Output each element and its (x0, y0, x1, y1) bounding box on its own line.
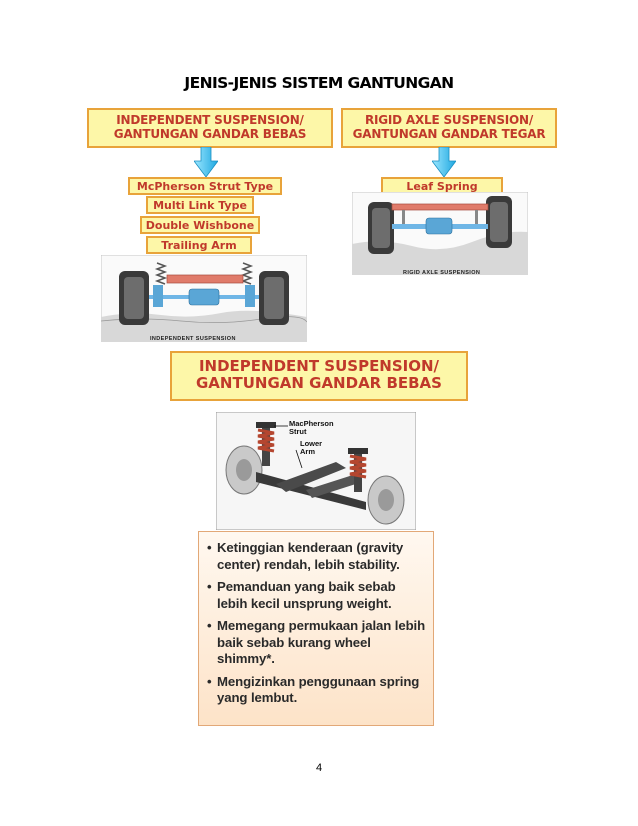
rigid-axle-caption: RIGID AXLE SUSPENSION (403, 270, 481, 276)
macpherson-suspension-photo (216, 412, 416, 530)
advantages-list: Ketinggian kenderaan (gravity center) re… (207, 540, 427, 707)
list-item: Ketinggian kenderaan (gravity center) re… (207, 540, 427, 573)
page-number: 4 (315, 762, 323, 774)
rigid-axle-illustration (352, 192, 528, 275)
label-line: Strut (289, 427, 307, 436)
down-arrow-icon (432, 147, 456, 177)
list-item: Mengizinkan penggunaan spring yang lembu… (207, 674, 427, 707)
page-title: JENIS-JENIS SISTEM GANTUNGAN (184, 74, 454, 92)
header-line-2: GANTUNGAN GANDAR TEGAR (352, 126, 546, 141)
advantages-list-box: Ketinggian kenderaan (gravity center) re… (198, 531, 434, 726)
list-item: Pemanduan yang baik sebab lebih kecil un… (207, 579, 427, 612)
header-line-2: GANTUNGAN GANDAR BEBAS (196, 374, 442, 393)
list-item: Memegang permukaan jalan lebih baik seba… (207, 618, 427, 668)
label-line: Lower (300, 439, 323, 448)
header-line-1: INDEPENDENT SUSPENSION/ (198, 357, 440, 375)
type-double-wishbone: Double Wishbone (140, 216, 260, 234)
rigid-axle-header: RIGID AXLE SUSPENSION/ GANTUNGAN GANDAR … (341, 108, 557, 148)
label-line: Arm (300, 447, 316, 456)
independent-suspension-header: INDEPENDENT SUSPENSION/ GANTUNGAN GANDAR… (87, 108, 333, 148)
independent-suspension-illustration (101, 255, 307, 342)
type-mcpherson-strut: McPherson Strut Type (128, 177, 282, 195)
independent-suspension-caption: INDEPENDENT SUSPENSION (150, 336, 236, 342)
label-macpherson-strut: MacPherson Strut (289, 420, 334, 436)
type-multi-link: Multi Link Type (146, 196, 254, 214)
header-line-2: GANTUNGAN GANDAR BEBAS (113, 126, 307, 141)
down-arrow-icon (194, 147, 218, 177)
type-trailing-arm: Trailing Arm (146, 236, 252, 254)
header-line-1: INDEPENDENT SUSPENSION/ (116, 113, 304, 127)
header-line-1: RIGID AXLE SUSPENSION/ (364, 113, 534, 127)
label-line: MacPherson (289, 419, 334, 428)
section-independent-suspension-header: INDEPENDENT SUSPENSION/ GANTUNGAN GANDAR… (170, 351, 468, 401)
label-lower-arm: Lower Arm (300, 440, 322, 456)
